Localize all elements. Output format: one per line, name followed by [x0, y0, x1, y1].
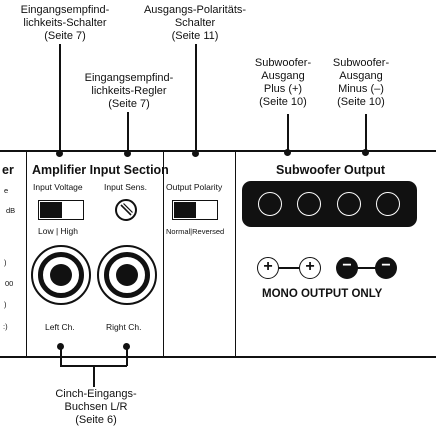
leader-line-input-switch — [59, 44, 61, 154]
input-voltage-label: Input Voltage — [33, 182, 83, 192]
subwoofer-output-minus-2[interactable] — [376, 192, 400, 216]
subwoofer-output-plus-2[interactable] — [297, 192, 321, 216]
input-voltage-options: Low | High — [38, 226, 79, 236]
subwoofer-output-terminal-block — [242, 181, 417, 227]
plus-bridge-line — [279, 267, 299, 269]
rca-jack-left-ring — [38, 252, 84, 298]
output-polarity-switch[interactable] — [172, 200, 218, 220]
subwoofer-output-minus-1[interactable] — [337, 192, 361, 216]
panel-divider-middle — [163, 152, 164, 356]
rca-jack-left-pin — [50, 264, 72, 286]
leader-line-sub-minus — [365, 114, 367, 152]
input-voltage-switch[interactable] — [38, 200, 84, 220]
callout-subwoofer-output-minus: Subwoofer- Ausgang Minus (–) (Seite 10) — [332, 57, 390, 108]
leader-dot-polarity — [192, 150, 199, 157]
panel-top-border — [0, 150, 436, 152]
plus-terminal-symbol-2: + — [299, 257, 321, 279]
subwoofer-output-plus-1[interactable] — [258, 192, 282, 216]
panel-bottom-border — [0, 356, 436, 358]
input-sensitivity-control[interactable] — [115, 199, 137, 221]
amplifier-input-section-title: Amplifier Input Section — [32, 163, 169, 177]
polarity-options: Normal|Reversed — [166, 227, 225, 236]
minus-terminal-symbol-2: − — [375, 257, 397, 279]
leader-line-polarity — [195, 44, 197, 154]
output-polarity-switch-knob — [174, 202, 196, 218]
minus-terminal-symbol-1: − — [336, 257, 358, 279]
leader-line-sub-plus — [287, 114, 289, 152]
mono-output-only-label: MONO OUTPUT ONLY — [262, 288, 383, 300]
panel-divider-right — [235, 152, 236, 356]
leader-dot-input-sens — [124, 150, 131, 157]
subwoofer-output-title: Subwoofer Output — [276, 163, 386, 177]
callout-input-sensitivity-switch: Eingangsempfind- lichkeits-Schalter (Sei… — [20, 4, 110, 42]
left-fragment-mark-1: e — [4, 186, 9, 195]
plus-terminal-symbol-1: + — [257, 257, 279, 279]
input-sensitivity-label: Input Sens. — [104, 182, 148, 192]
left-channel-label: Left Ch. — [45, 322, 75, 332]
left-fragment-mark-2: dB — [6, 206, 16, 215]
output-polarity-label: Output Polarity — [166, 182, 223, 192]
left-fragment-mark-4: 00 — [5, 279, 14, 288]
left-fragment-mark-3: ) — [4, 258, 7, 267]
left-section-title-fragment: er — [2, 163, 14, 177]
rca-bracket-stem — [93, 365, 95, 387]
callout-subwoofer-output-plus: Subwoofer- Ausgang Plus (+) (Seite 10) — [254, 57, 312, 108]
slot-screwdriver-icon — [120, 203, 133, 216]
leader-line-input-sens — [127, 112, 129, 154]
leader-dot-sub-minus — [362, 149, 369, 156]
rca-jack-right-pin — [116, 264, 138, 286]
left-fragment-mark-5: ) — [4, 300, 7, 309]
callout-input-sensitivity-control: Eingangsempfind- lichkeits-Regler (Seite… — [84, 72, 174, 110]
left-fragment-mark-6: :) — [3, 322, 8, 331]
right-channel-label: Right Ch. — [106, 322, 142, 332]
minus-bridge-line — [356, 267, 376, 269]
input-voltage-switch-knob — [40, 202, 62, 218]
rca-jack-right[interactable] — [97, 245, 157, 305]
leader-dot-input-switch — [56, 150, 63, 157]
callout-output-polarity-switch: Ausgangs-Polaritäts- Schalter (Seite 11) — [143, 4, 247, 42]
panel-divider-left — [26, 152, 27, 356]
callout-rca-input-jacks: Cinch-Eingangs- Buchsen L/R (Seite 6) — [55, 388, 137, 426]
leader-dot-sub-plus — [284, 149, 291, 156]
rca-jack-left[interactable] — [31, 245, 91, 305]
